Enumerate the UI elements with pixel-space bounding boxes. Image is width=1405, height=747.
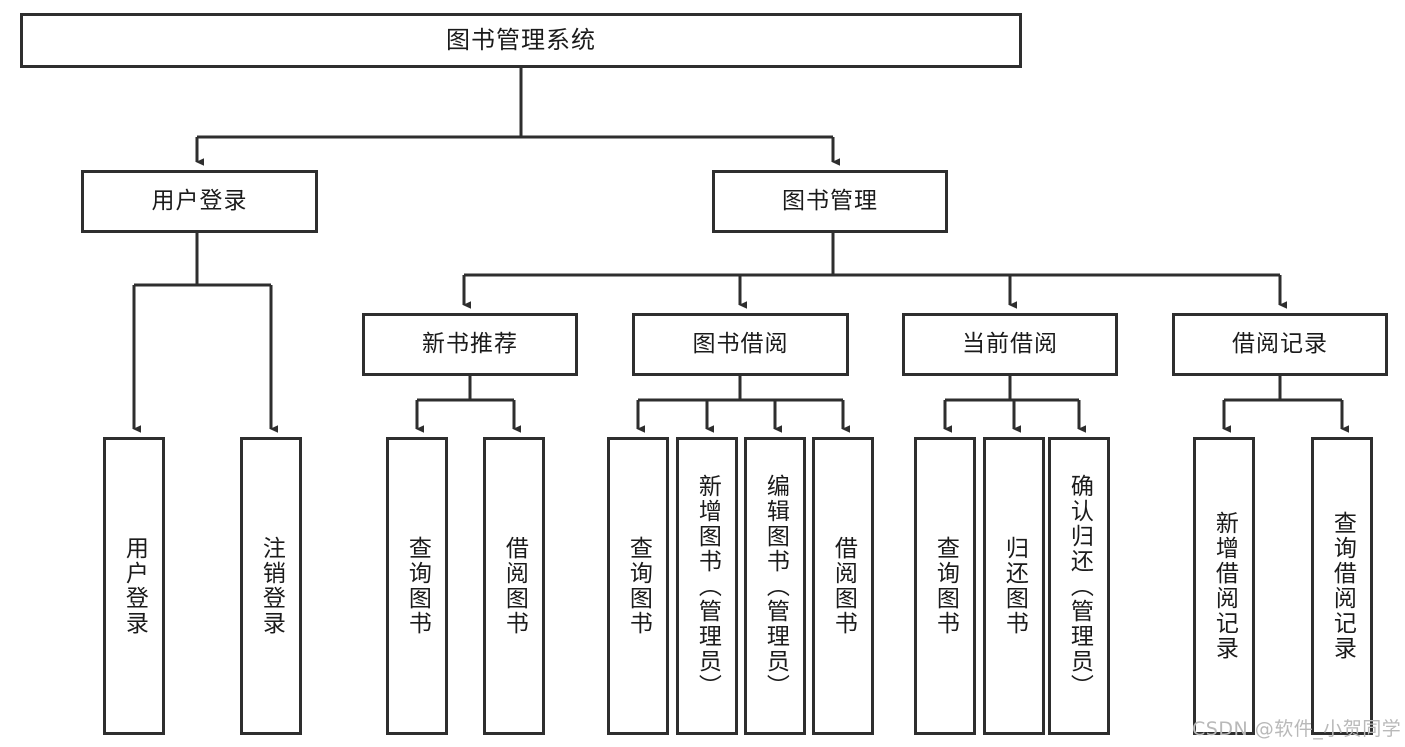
leaf-user-login-logout[interactable]: 注销登录 bbox=[240, 437, 302, 735]
node-label: 用户登录 bbox=[121, 536, 148, 636]
node-label: 查询图书 bbox=[404, 536, 431, 636]
node-label: 归还图书 bbox=[1001, 536, 1028, 636]
leaf-book-borrow-edit-book-admin[interactable]: 编辑图书（管理员） bbox=[744, 437, 806, 735]
node-borrow-record[interactable]: 借阅记录 bbox=[1172, 313, 1388, 376]
leaf-current-borrow-return-book[interactable]: 归还图书 bbox=[983, 437, 1045, 735]
node-label: 查询借阅记录 bbox=[1329, 511, 1356, 661]
leaf-new-book-query-book[interactable]: 查询图书 bbox=[386, 437, 448, 735]
node-label: 图书借阅 bbox=[692, 330, 789, 357]
csdn-watermark: CSDN @软件_小贺同学 bbox=[1192, 718, 1402, 740]
node-label: 新增借阅记录 bbox=[1211, 511, 1238, 661]
leaf-book-borrow-add-book-admin[interactable]: 新增图书（管理员） bbox=[676, 437, 738, 735]
leaf-borrow-record-query-record[interactable]: 查询借阅记录 bbox=[1311, 437, 1373, 735]
node-label: 新增图书（管理员） bbox=[694, 473, 721, 699]
node-label: 查询图书 bbox=[625, 536, 652, 636]
node-book-management[interactable]: 图书管理 bbox=[712, 170, 948, 233]
leaf-current-borrow-confirm-return-admin[interactable]: 确认归还（管理员） bbox=[1048, 437, 1110, 735]
node-current-borrow[interactable]: 当前借阅 bbox=[902, 313, 1118, 376]
leaf-user-login-login[interactable]: 用户登录 bbox=[103, 437, 165, 735]
leaf-book-borrow-borrow-book[interactable]: 借阅图书 bbox=[812, 437, 874, 735]
node-root-book-management-system[interactable]: 图书管理系统 bbox=[20, 13, 1022, 68]
leaf-book-borrow-query-book[interactable]: 查询图书 bbox=[607, 437, 669, 735]
node-label: 查询图书 bbox=[932, 536, 959, 636]
node-label: 借阅图书 bbox=[501, 536, 528, 636]
leaf-new-book-borrow-book[interactable]: 借阅图书 bbox=[483, 437, 545, 735]
node-new-book-recommend[interactable]: 新书推荐 bbox=[362, 313, 578, 376]
node-book-borrow[interactable]: 图书借阅 bbox=[632, 313, 849, 376]
node-label: 新书推荐 bbox=[422, 330, 518, 357]
node-label: 注销登录 bbox=[258, 536, 285, 636]
node-user-login[interactable]: 用户登录 bbox=[81, 170, 318, 233]
leaf-current-borrow-query-book[interactable]: 查询图书 bbox=[914, 437, 976, 735]
node-label: 借阅图书 bbox=[830, 536, 857, 636]
node-label: 当前借阅 bbox=[962, 330, 1058, 357]
node-label: 借阅记录 bbox=[1232, 330, 1328, 357]
leaf-borrow-record-add-record[interactable]: 新增借阅记录 bbox=[1193, 437, 1255, 735]
node-label: 确认归还（管理员） bbox=[1066, 473, 1093, 699]
node-label: 图书管理 bbox=[782, 187, 878, 214]
node-label: 编辑图书（管理员） bbox=[762, 473, 789, 699]
node-label: 图书管理系统 bbox=[446, 26, 596, 55]
node-label: 用户登录 bbox=[151, 187, 248, 214]
